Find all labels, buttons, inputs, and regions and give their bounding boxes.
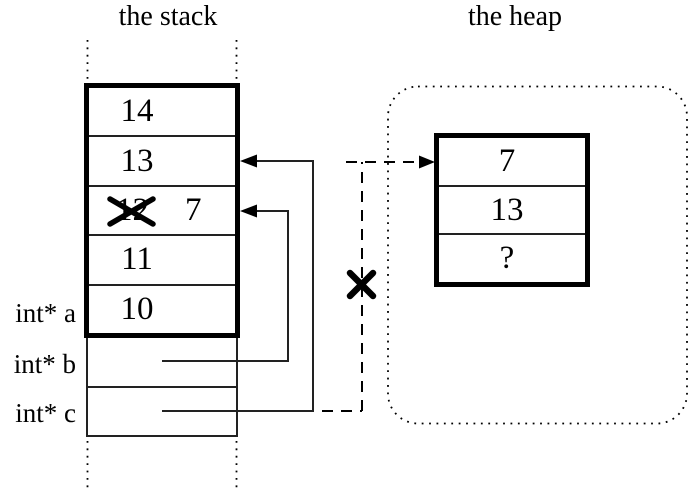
crossed-out-old-value: 12 xyxy=(116,192,149,229)
stack-cell-value: 11 xyxy=(121,241,153,278)
heap-object-box: 7 13 ? xyxy=(434,133,590,287)
stack-title: the stack xyxy=(118,1,218,32)
stack-cell-value: 14 xyxy=(120,93,154,130)
pointer-c-cell xyxy=(88,388,236,436)
heap-cell-value: ? xyxy=(499,240,515,277)
stack-cell: 13 xyxy=(89,137,235,187)
stack-cell-overwritten: 12 7 xyxy=(89,187,235,237)
stack-cell-value: 13 xyxy=(120,142,154,179)
stack-cell: 11 xyxy=(89,236,235,286)
label-int-a: int* a xyxy=(15,298,76,328)
severed-pointer-x-icon xyxy=(346,269,377,300)
heap-cell-value: 7 xyxy=(498,142,516,179)
heap-cell: 13 xyxy=(439,187,585,236)
stack-cell: 14 xyxy=(89,88,235,138)
heap-cell: 7 xyxy=(439,138,585,187)
heap-cell: ? xyxy=(439,235,585,282)
stack-cell-value: 10 xyxy=(120,290,154,327)
label-int-b: int* b xyxy=(13,349,76,379)
pointer-b-arrowhead-icon xyxy=(240,204,257,218)
pointer-b-cell xyxy=(88,338,236,388)
label-int-c: int* c xyxy=(15,398,76,428)
severed-heap-pointer-dashed-line xyxy=(322,161,421,412)
heap-cell-value: 13 xyxy=(490,191,524,228)
pointer-variable-rows xyxy=(86,338,238,437)
stack-cell: 10 xyxy=(89,286,235,333)
stack-frame-box: 14 13 12 7 11 10 xyxy=(84,83,240,338)
heap-pointer-arrowhead-icon xyxy=(419,155,435,169)
new-value: 7 xyxy=(185,192,202,229)
pointer-c-arrowhead-icon xyxy=(240,154,257,168)
heap-title: the heap xyxy=(467,1,563,32)
